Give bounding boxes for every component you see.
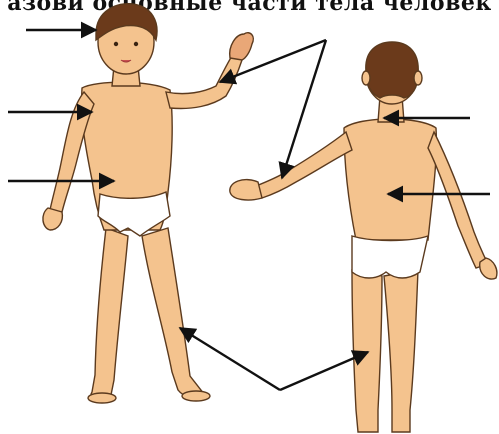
front-right-foot	[182, 391, 210, 401]
front-left-leg	[91, 228, 128, 401]
back-right-arm	[428, 132, 488, 268]
front-right-leg	[142, 228, 204, 397]
front-left-hand	[43, 208, 62, 230]
back-underwear	[352, 236, 428, 278]
back-left-leg	[352, 270, 382, 432]
front-left-foot	[88, 393, 116, 403]
back-right-hand	[480, 258, 497, 279]
back-left-hand	[230, 180, 262, 200]
back-torso	[344, 119, 436, 240]
back-left-ear	[362, 71, 370, 85]
front-right-arm	[166, 56, 242, 109]
arrow-to-front-leg	[180, 328, 280, 390]
front-right-eye	[134, 42, 138, 46]
back-hair	[366, 42, 418, 98]
front-left-eye	[114, 42, 118, 46]
front-right-hand	[230, 33, 254, 60]
front-view-boy	[43, 4, 253, 403]
back-view-boy	[230, 42, 497, 432]
back-left-arm	[256, 132, 352, 198]
back-right-ear	[414, 71, 422, 85]
back-right-leg	[384, 270, 418, 432]
